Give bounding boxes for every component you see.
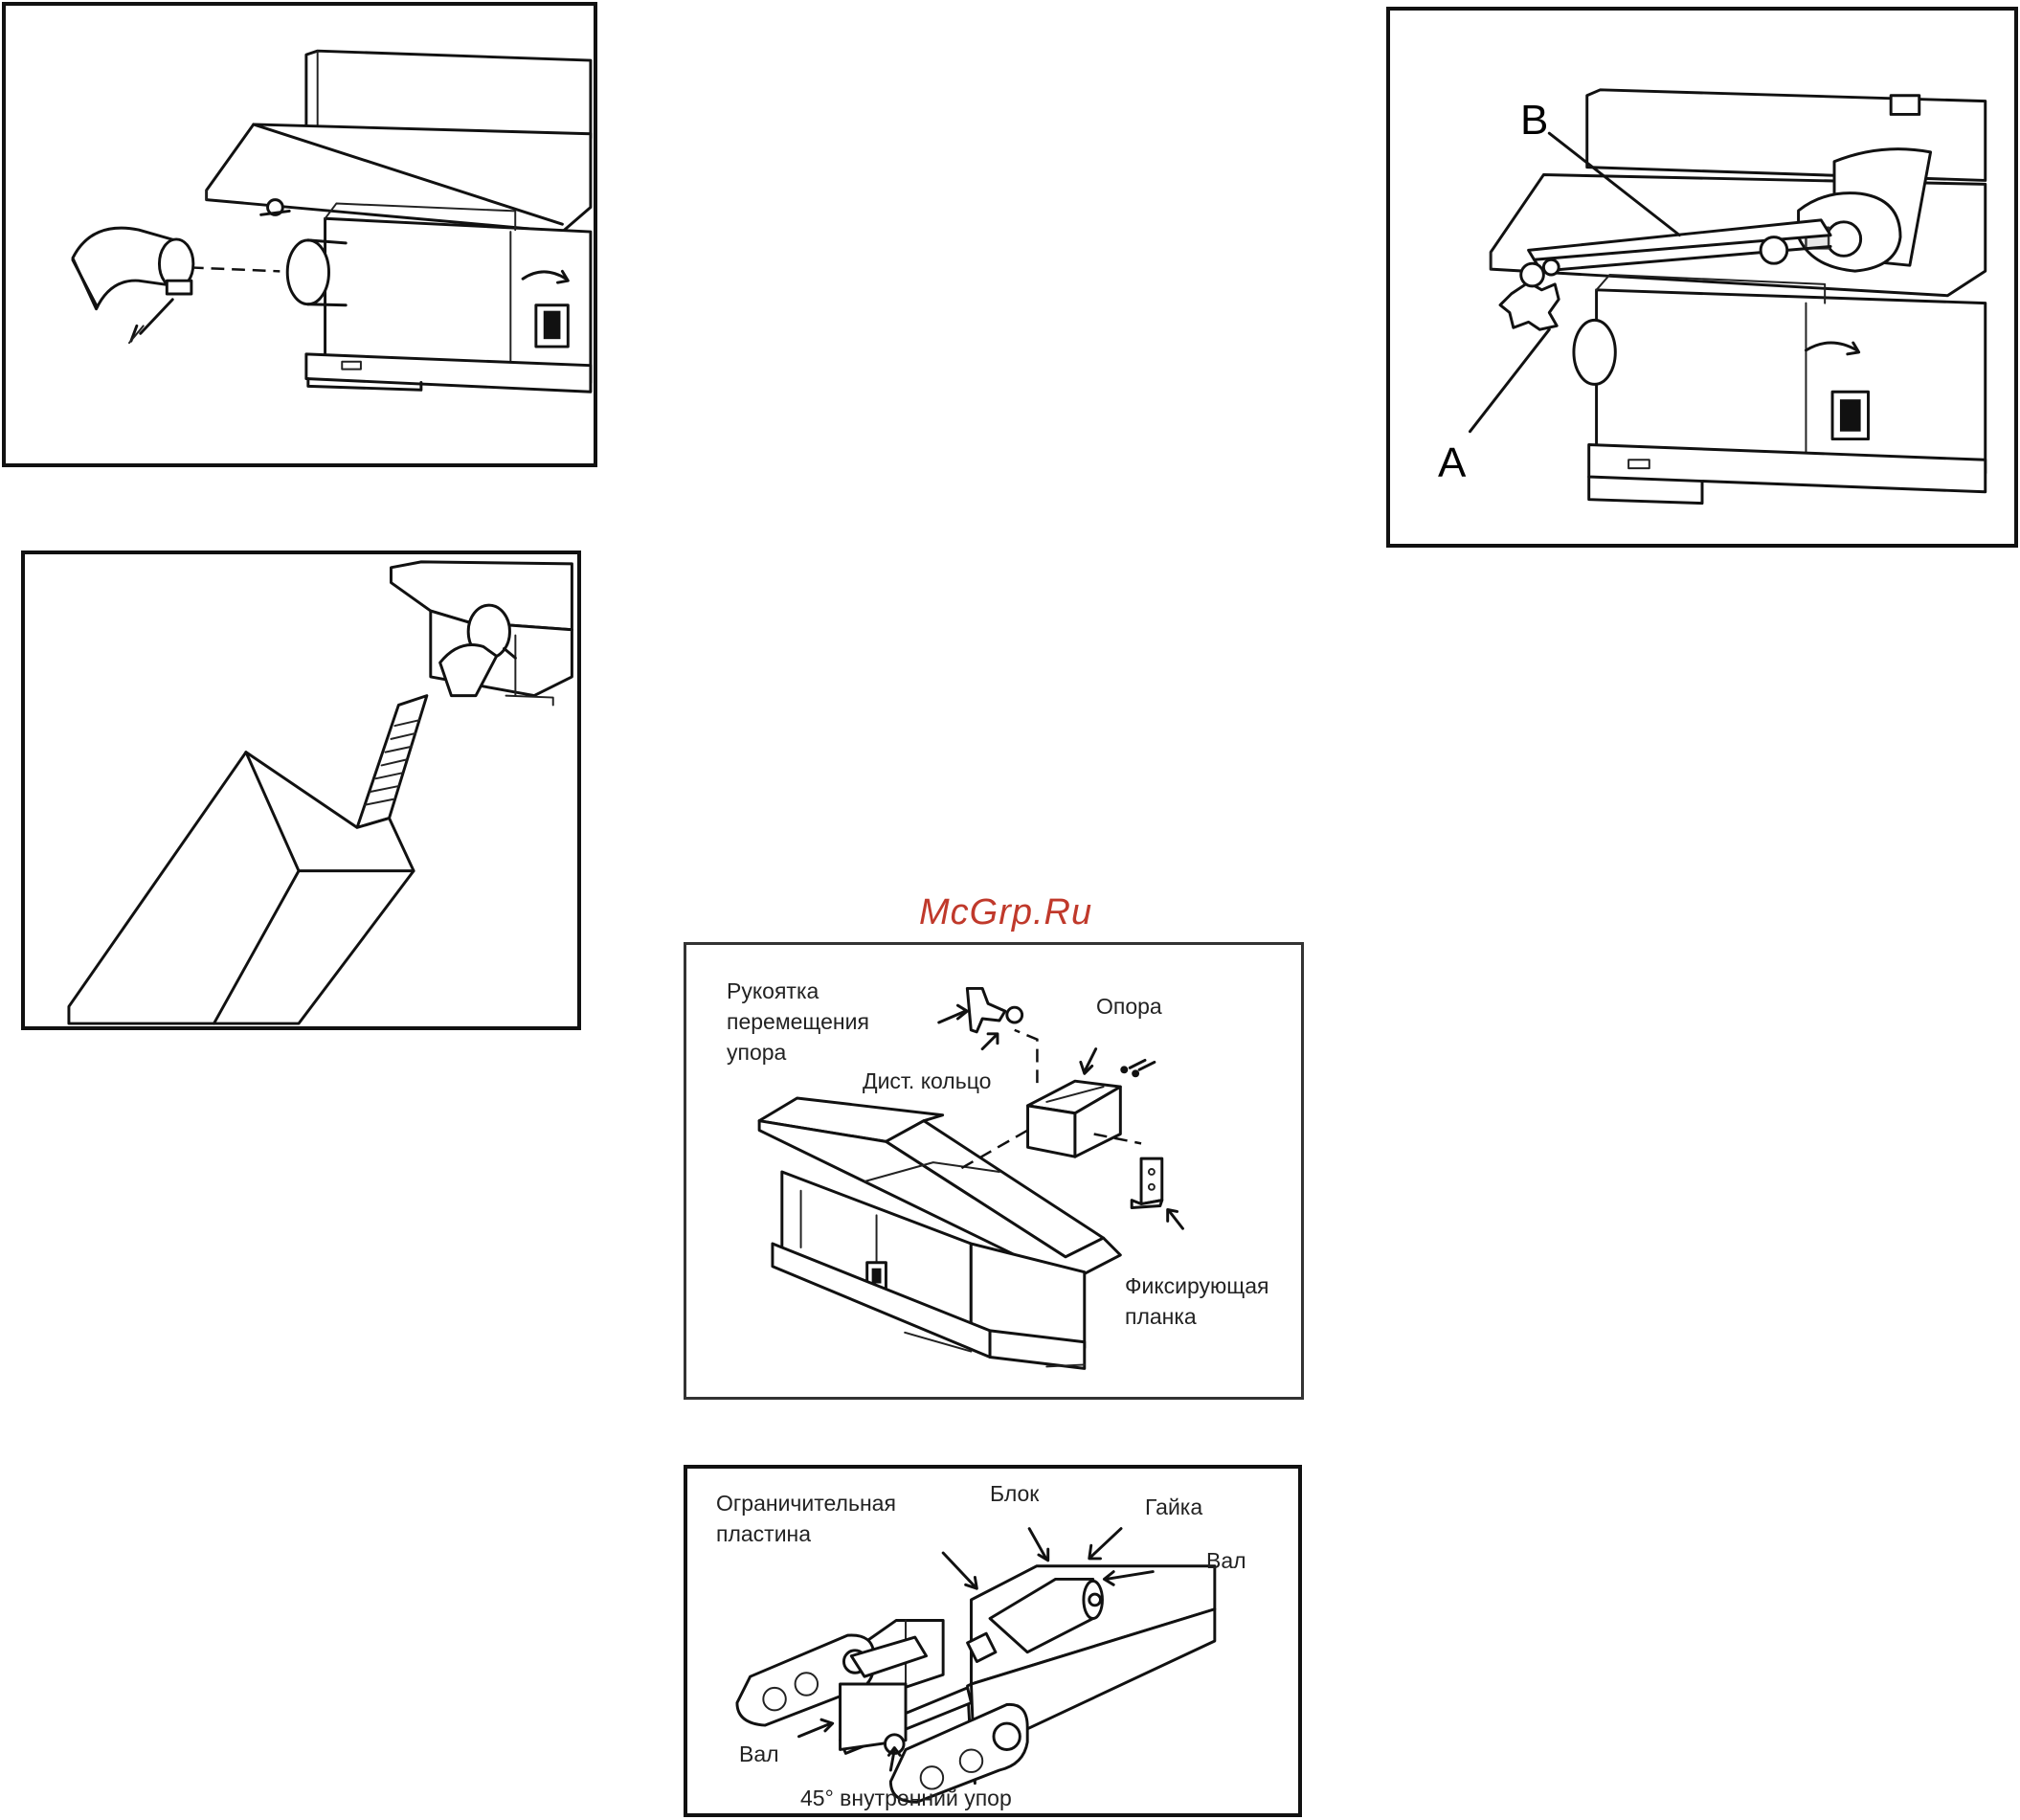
label-spacer: Дист. кольцо xyxy=(863,1066,991,1096)
label-shaft-left: Вал xyxy=(739,1739,779,1769)
label-support: Опора xyxy=(1096,991,1162,1022)
glue-tube-drawing xyxy=(25,554,577,1026)
figure-fence-mechanism: Ограничительная пластина Блок Гайка Вал … xyxy=(684,1465,1302,1817)
label-limit-plate: Ограничительная пластина xyxy=(716,1488,896,1549)
figure-guard-arm: A B xyxy=(1386,7,2018,548)
dust-chute-drawing xyxy=(6,6,594,463)
label-nut: Гайка xyxy=(1145,1492,1202,1522)
figure-glue-tube xyxy=(21,550,581,1030)
guard-arm-drawing xyxy=(1390,11,2014,544)
label-b: B xyxy=(1520,97,1548,145)
label-lock-plate: Фиксирующая планка xyxy=(1125,1270,1268,1332)
label-stop-45: 45° внутренний упор xyxy=(800,1783,1012,1813)
figure-fence-assembly: Рукоятка перемещения упора Опора Дист. к… xyxy=(684,942,1304,1400)
label-block: Блок xyxy=(990,1478,1039,1509)
label-shaft-right: Вал xyxy=(1206,1545,1246,1576)
watermark: McGrp.Ru xyxy=(919,892,1092,933)
label-handle: Рукоятка перемещения упора xyxy=(727,976,869,1067)
figure-dust-chute xyxy=(2,2,597,467)
label-a: A xyxy=(1438,439,1466,487)
